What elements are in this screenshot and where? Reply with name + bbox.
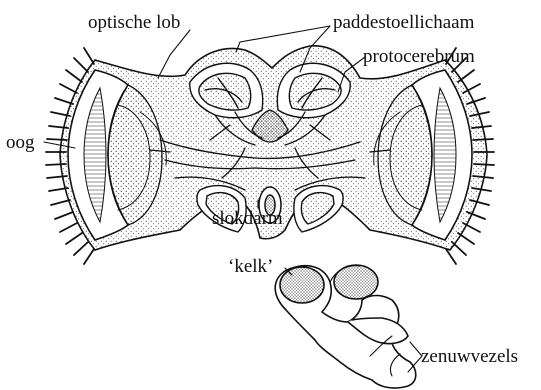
label-kelk: ‘kelk’ xyxy=(228,256,273,278)
label-slokdarm: slokdarm xyxy=(212,208,283,230)
label-paddestoellichaam: paddestoellichaam xyxy=(333,12,474,34)
label-protocerebrum: protocerebrum xyxy=(363,46,475,68)
label-zenuwvezels: zenuwvezels xyxy=(421,346,518,368)
calyx-left xyxy=(280,267,324,303)
label-optische-lob: optische lob xyxy=(88,12,180,34)
leader-optische-lob xyxy=(158,30,190,78)
label-oog: oog xyxy=(6,132,35,154)
mushroom-body-detail xyxy=(275,265,422,388)
